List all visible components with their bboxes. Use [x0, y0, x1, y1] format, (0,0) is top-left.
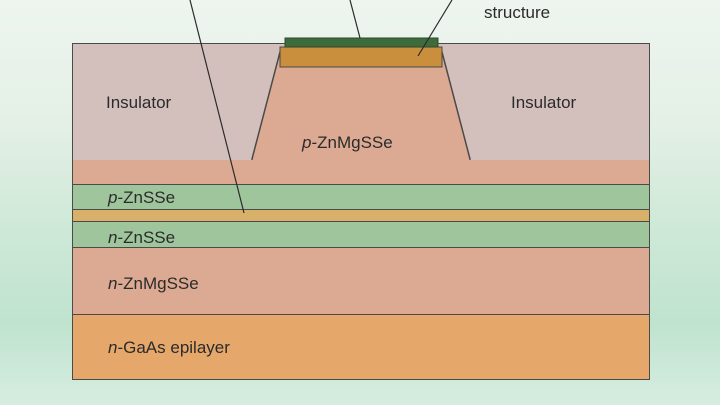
lower-cladding-label: n-ZnMgSSe	[108, 274, 199, 293]
upper-cladding-strip	[73, 160, 649, 184]
quantum-well-layer	[73, 210, 649, 221]
leader-line-contact	[349, 0, 361, 39]
n-gaas-epilayer	[73, 314, 649, 379]
leader-line-quantum-well	[189, 0, 245, 214]
leader-line-structure	[417, 0, 453, 57]
insulator-left-label: Insulator	[106, 93, 172, 112]
contact-layer	[279, 46, 443, 68]
upper-guide-label: p-ZnSSe	[108, 188, 176, 207]
p-znsse-layer	[73, 184, 649, 210]
metal-contact	[284, 37, 439, 48]
ridge-cladding-label: p-ZnMgSSe	[302, 133, 393, 152]
n-znsse-layer	[73, 221, 649, 248]
substrate-label: n-GaAs epilayer	[108, 338, 230, 357]
n-znmgsse-layer	[73, 248, 649, 314]
lower-guide-label: n-ZnSSe	[108, 228, 176, 247]
insulator-right-label: Insulator	[511, 93, 577, 112]
layer-stack	[72, 43, 650, 380]
structure-label: structure	[484, 3, 551, 22]
